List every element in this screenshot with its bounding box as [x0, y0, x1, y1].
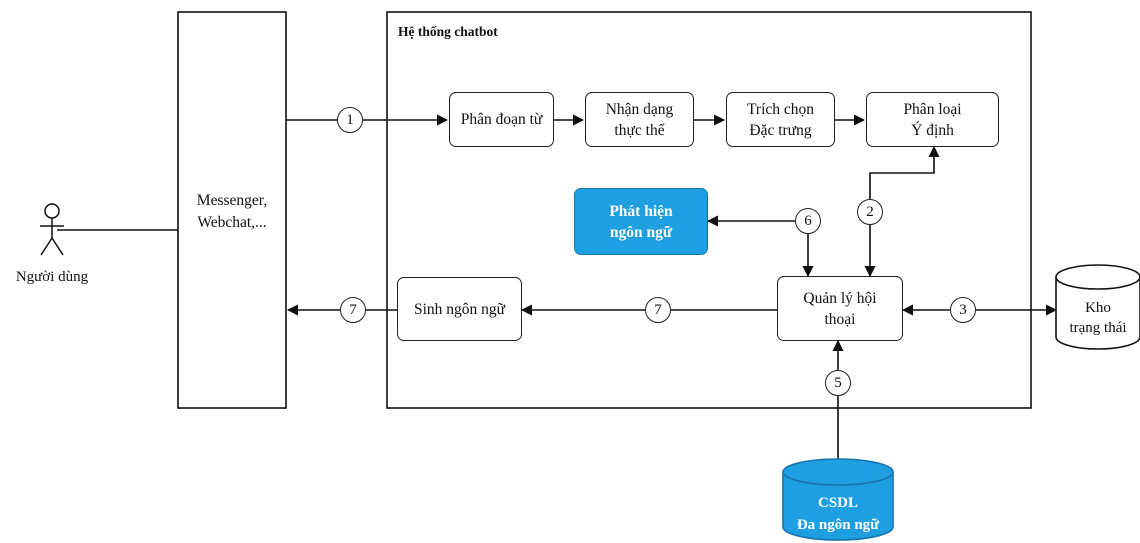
step-2-badge: 2	[857, 199, 883, 225]
edge-dialog-langdetect	[706, 215, 814, 278]
state-store-line1: Kho	[1085, 300, 1111, 316]
language-detection-box[interactable]: Phát hiện ngôn ngữ	[574, 188, 708, 255]
state-store-line2: trạng thái	[1069, 320, 1127, 336]
state-store-label: Kho trạng thái	[1056, 298, 1140, 338]
ner-label-line2: thực thể	[614, 121, 665, 139]
dialog-manager-box[interactable]: Quản lý hội thoại	[777, 276, 903, 341]
ner-box[interactable]: Nhận dạng thực thể	[585, 92, 694, 147]
database-line2: Đa ngôn ngữ	[796, 517, 880, 533]
step-3-badge: 3	[950, 297, 976, 323]
step-5-badge: 5	[825, 370, 851, 396]
feature-label-line2: Đặc trưng	[749, 121, 812, 139]
intent-box[interactable]: Phân loại Ý định	[866, 92, 999, 147]
feature-label-line1: Trích chọn	[746, 100, 815, 118]
user-icon	[40, 203, 64, 256]
database-line1: CSDL	[817, 495, 858, 511]
step-7-badge-dialog: 7	[645, 297, 671, 323]
intent-label-line1: Phân loại	[903, 100, 962, 118]
chatbot-system-frame	[386, 11, 1032, 409]
channel-panel	[177, 11, 287, 409]
database-label: CSDL Đa ngôn ngữ	[783, 492, 893, 536]
language-detection-line1: Phát hiện	[609, 202, 673, 220]
feature-box[interactable]: Trích chọn Đặc trưng	[726, 92, 835, 147]
step-7-badge-channel: 7	[340, 297, 366, 323]
dialog-manager-line1: Quản lý hội	[803, 289, 877, 307]
database-cylinder	[782, 458, 894, 541]
system-title: Hệ thống chatbot	[398, 24, 498, 39]
ner-label-line1: Nhận dạng	[605, 100, 674, 118]
state-store-cylinder	[1055, 264, 1140, 350]
user-label: Người dùng	[15, 269, 89, 285]
dialog-manager-line2: thoại	[824, 310, 856, 328]
channel-label-line2: Webchat,...	[197, 214, 267, 231]
nlg-label: Sinh ngôn ngữ	[413, 300, 506, 318]
segmentation-box[interactable]: Phân đoạn từ	[449, 92, 554, 147]
language-detection-line2: ngôn ngữ	[609, 223, 673, 241]
nlg-box[interactable]: Sinh ngôn ngữ	[397, 277, 522, 341]
step-1-badge: 1	[337, 107, 363, 133]
intent-label-line2: Ý định	[911, 121, 954, 139]
channel-label: Messenger, Webchat,...	[178, 190, 286, 234]
channel-label-line1: Messenger,	[196, 192, 268, 209]
step-6-badge: 6	[795, 208, 821, 234]
segmentation-label: Phân đoạn từ	[460, 111, 543, 128]
